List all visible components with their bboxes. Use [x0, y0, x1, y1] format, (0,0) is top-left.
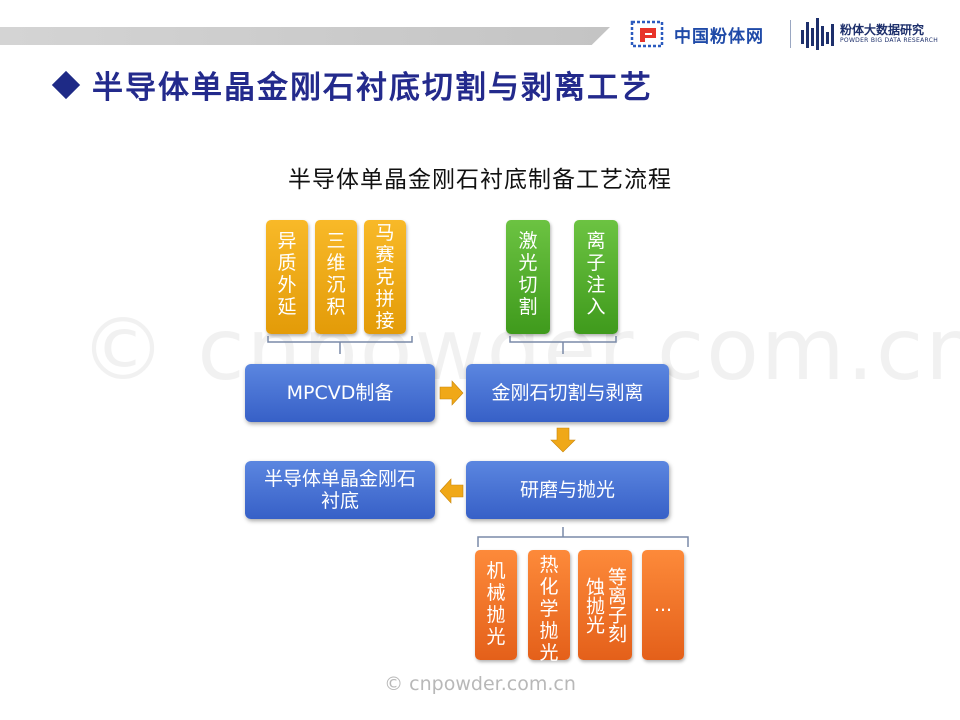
growth-method-label: 马赛克拼接	[375, 222, 395, 332]
page-heading: 半导体单晶金刚石衬底切割与剥离工艺	[51, 62, 653, 107]
bar-chart-icon	[800, 18, 834, 50]
polishing-method-label: 等离子刻蚀抛光	[583, 567, 627, 643]
powder-bigdata-logo: 粉体大数据研究 POWDER BIG DATA RESEARCH	[800, 18, 938, 50]
polishing-step-box: 研磨与抛光	[466, 461, 669, 519]
growth-method-label: 异质外延	[277, 230, 297, 318]
growth-method-label: 三维沉积	[326, 230, 346, 318]
header-bar	[0, 27, 610, 45]
polishing-method-box: 热化学抛光	[528, 550, 570, 664]
polishing-method-ellipsis: ...	[653, 594, 673, 616]
cnpowder-logo-text: 中国粉体网	[674, 26, 764, 47]
mpcvd-step-label: MPCVD制备	[286, 382, 394, 404]
growth-method-box: 马赛克拼接	[364, 220, 406, 334]
page-title: 半导体单晶金刚石衬底切割与剥离工艺	[92, 70, 653, 106]
polishing-method-box: ...	[642, 550, 684, 660]
cutting-method-label: 离子注入	[586, 230, 606, 318]
polishing-method-label: 机械抛光	[486, 560, 506, 648]
logo2-title: 粉体大数据研究	[840, 23, 925, 37]
substrate-step-box: 半导体单晶金刚石衬底	[245, 461, 435, 519]
polishing-method-box: 机械抛光	[475, 550, 517, 660]
cnpowder-logo: 中国粉体网	[630, 18, 764, 50]
cutting-method-box: 离子注入	[574, 220, 618, 334]
cutting-step-label: 金刚石切割与剥离	[491, 382, 644, 404]
logo-divider	[790, 20, 791, 48]
cutting-method-label: 激光切割	[518, 230, 538, 318]
copyright-footer: © cnpowder.com.cn	[384, 673, 576, 695]
polishing-step-label: 研磨与抛光	[519, 479, 615, 501]
cnpowder-logo-mark	[630, 20, 670, 48]
cutting-step-box: 金刚石切割与剥离	[466, 364, 669, 422]
polishing-method-box: 等离子刻蚀抛光	[578, 550, 632, 660]
polishing-method-label: 热化学抛光	[539, 554, 559, 664]
growth-method-box: 三维沉积	[315, 220, 357, 334]
cutting-method-box: 激光切割	[506, 220, 550, 334]
substrate-step-label: 半导体单晶金刚石衬底	[263, 468, 416, 512]
logo2-subtitle: POWDER BIG DATA RESEARCH	[840, 37, 939, 44]
mpcvd-step-box: MPCVD制备	[245, 364, 435, 422]
growth-method-box: 异质外延	[266, 220, 308, 334]
diagram-title: 半导体单晶金刚石衬底制备工艺流程	[288, 167, 672, 193]
